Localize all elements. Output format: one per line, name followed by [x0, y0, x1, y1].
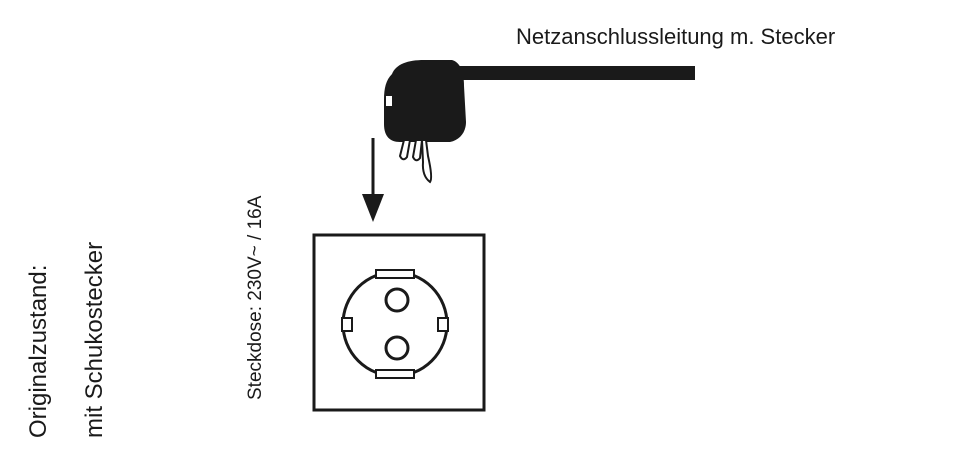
- plug-pin-left: [398, 139, 412, 161]
- plug-body: [384, 60, 466, 142]
- schuko-plug-label: mit Schukostecker: [81, 242, 108, 438]
- socket-earth-clip-left: [341, 317, 353, 332]
- plug-highlight: [386, 96, 392, 106]
- socket-hole-bottom: [384, 335, 410, 361]
- original-state-label: Originalzustand:: [25, 265, 52, 438]
- socket-notch-top: [375, 269, 415, 279]
- socket-recess: [341, 270, 449, 378]
- schuko-plug-icon: [384, 60, 695, 184]
- socket-earth-clip-right: [437, 317, 449, 332]
- power-cable: [440, 66, 695, 80]
- cable-label: Netzanschlussleitung m. Stecker: [516, 24, 835, 49]
- schuko-socket-icon: [312, 233, 486, 412]
- arrow-down-icon: [362, 138, 384, 222]
- plug-pin-right: [420, 139, 433, 184]
- plug-pin-mid: [411, 139, 424, 162]
- socket-notch-bottom: [375, 369, 415, 379]
- outlet-label: Steckdose: 230V~ / 16A: [245, 195, 266, 400]
- socket-hole-top: [384, 287, 410, 313]
